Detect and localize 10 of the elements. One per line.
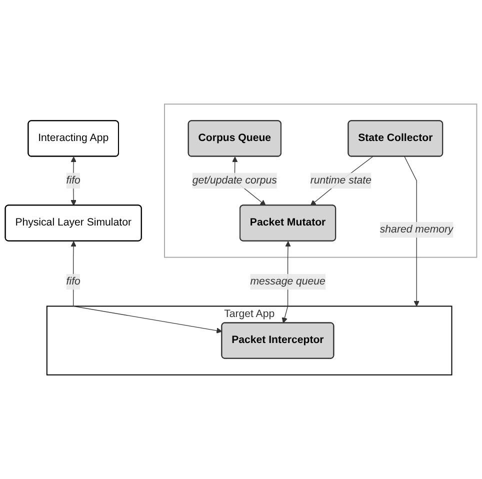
cluster bbox=[164, 104, 478, 258]
edge-label: shared memory bbox=[380, 224, 454, 236]
arrow bbox=[310, 156, 374, 206]
arrow bbox=[404, 156, 420, 306]
edge-label: fifo bbox=[66, 174, 80, 186]
edge-label: get/update corpus bbox=[192, 174, 277, 186]
arrow bbox=[70, 241, 222, 334]
edge-label: message queue bbox=[250, 276, 326, 288]
edge-label: fifo bbox=[66, 276, 80, 288]
edge-label: runtime state bbox=[310, 174, 372, 186]
